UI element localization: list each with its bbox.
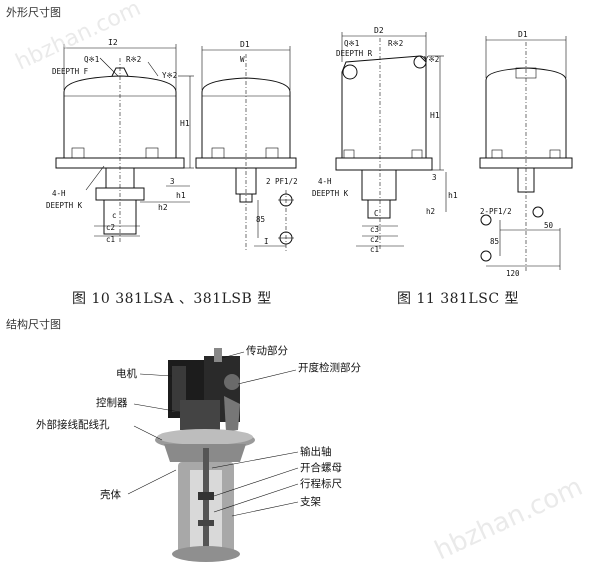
label-wiring-hole: 外部接线配线孔	[36, 418, 110, 431]
label-output-shaft: 输出轴	[300, 445, 332, 458]
fig11-label-Y2: Y※2	[424, 55, 439, 64]
fig10-label-h2: h2	[158, 203, 168, 212]
fig11-label-120: 120	[506, 269, 520, 278]
watermark-top: hbzhan.com	[12, 0, 145, 75]
fig10-label-c: c	[112, 211, 117, 220]
fig11-label-3: 3	[432, 173, 437, 182]
fig10-label-h1: h1	[176, 191, 186, 200]
fig11-label-H1: H1	[430, 111, 440, 120]
watermark-bottom: hbzhan.com	[430, 472, 587, 567]
fig11-label-h2: h2	[426, 207, 435, 216]
fig11-label-D2: D2	[374, 26, 384, 35]
fig11-label-R2: R※2	[388, 39, 403, 48]
structure-section-title: 结构尺寸图	[6, 318, 61, 331]
fig11-label-50: 50	[544, 221, 554, 230]
fig10-label-85: 85	[256, 215, 265, 224]
fig10-label-I: I	[264, 237, 269, 246]
label-motor: 电机	[116, 367, 137, 380]
fig10-label-W: W	[240, 55, 245, 64]
fig11-label-h1: h1	[448, 191, 458, 200]
fig10-label-4H: 4-H	[52, 189, 66, 198]
fig11-side-view: D1 2-PF1/2 50 85 120	[479, 30, 573, 278]
fig10-label-3: 3	[170, 177, 175, 186]
fig11-label-pf: 2-PF1/2	[480, 207, 512, 216]
fig10-label-deepthK: DEEPTH K	[46, 201, 83, 210]
fig11-label-c1: c1	[370, 245, 379, 254]
label-opening-detection: 开度检测部分	[298, 361, 361, 374]
fig11-label-c2: c2	[370, 235, 379, 244]
label-bracket: 支架	[300, 496, 321, 508]
fig11-front-view: D2 Q※1 R※2 DEEPTH R Y※2 H1 4-H DEEPTH K …	[312, 26, 458, 254]
fig11-label-C: C	[374, 209, 379, 218]
fig11-label-deepthR: DEEPTH R	[336, 49, 373, 58]
fig10-label-H1: H1	[180, 119, 190, 128]
fig10-label-c1: c1	[106, 235, 115, 244]
actuator-photo	[155, 348, 255, 562]
fig11-label-deepthK: DEEPTH K	[312, 189, 349, 198]
fig10-front-view: I2 Q※1 R※2 DEEPTH F Y※2 H1 3 h1 h2 4-H D…	[46, 38, 194, 244]
fig10-label-c2: c2	[106, 223, 115, 232]
label-transmission: 传动部分	[246, 344, 288, 357]
fig10-label-pf: 2 PF1/2	[266, 177, 298, 186]
fig10-caption: 图 10 381LSA 、381LSB 型	[72, 291, 272, 307]
fig10-side-view: D1 W 2 PF1/2 85 I	[195, 40, 298, 252]
fig11-label-4H: 4-H	[318, 177, 332, 186]
label-housing: 壳体	[100, 488, 121, 501]
fig10-label-I2: I2	[108, 38, 118, 47]
label-controller: 控制器	[96, 396, 128, 409]
fig11-label-D1: D1	[518, 30, 528, 39]
outline-section-title: 外形尺寸图	[6, 6, 61, 19]
fig10-label-Q1: Q※1	[84, 55, 99, 64]
fig11-caption: 图 11 381LSC 型	[397, 291, 519, 307]
label-stroke-ruler: 行程标尺	[300, 477, 342, 490]
fig11-label-c3: c3	[370, 225, 379, 234]
label-nut: 开合螺母	[300, 461, 342, 474]
fig10-label-deepthF: DEEPTH F	[52, 67, 89, 76]
fig11-label-85: 85	[490, 237, 499, 246]
fig10-label-D1: D1	[240, 40, 250, 49]
fig11-label-Q1: Q※1	[344, 39, 359, 48]
fig10-label-Y2: Y※2	[162, 71, 177, 80]
fig10-label-R2: R※2	[126, 55, 141, 64]
